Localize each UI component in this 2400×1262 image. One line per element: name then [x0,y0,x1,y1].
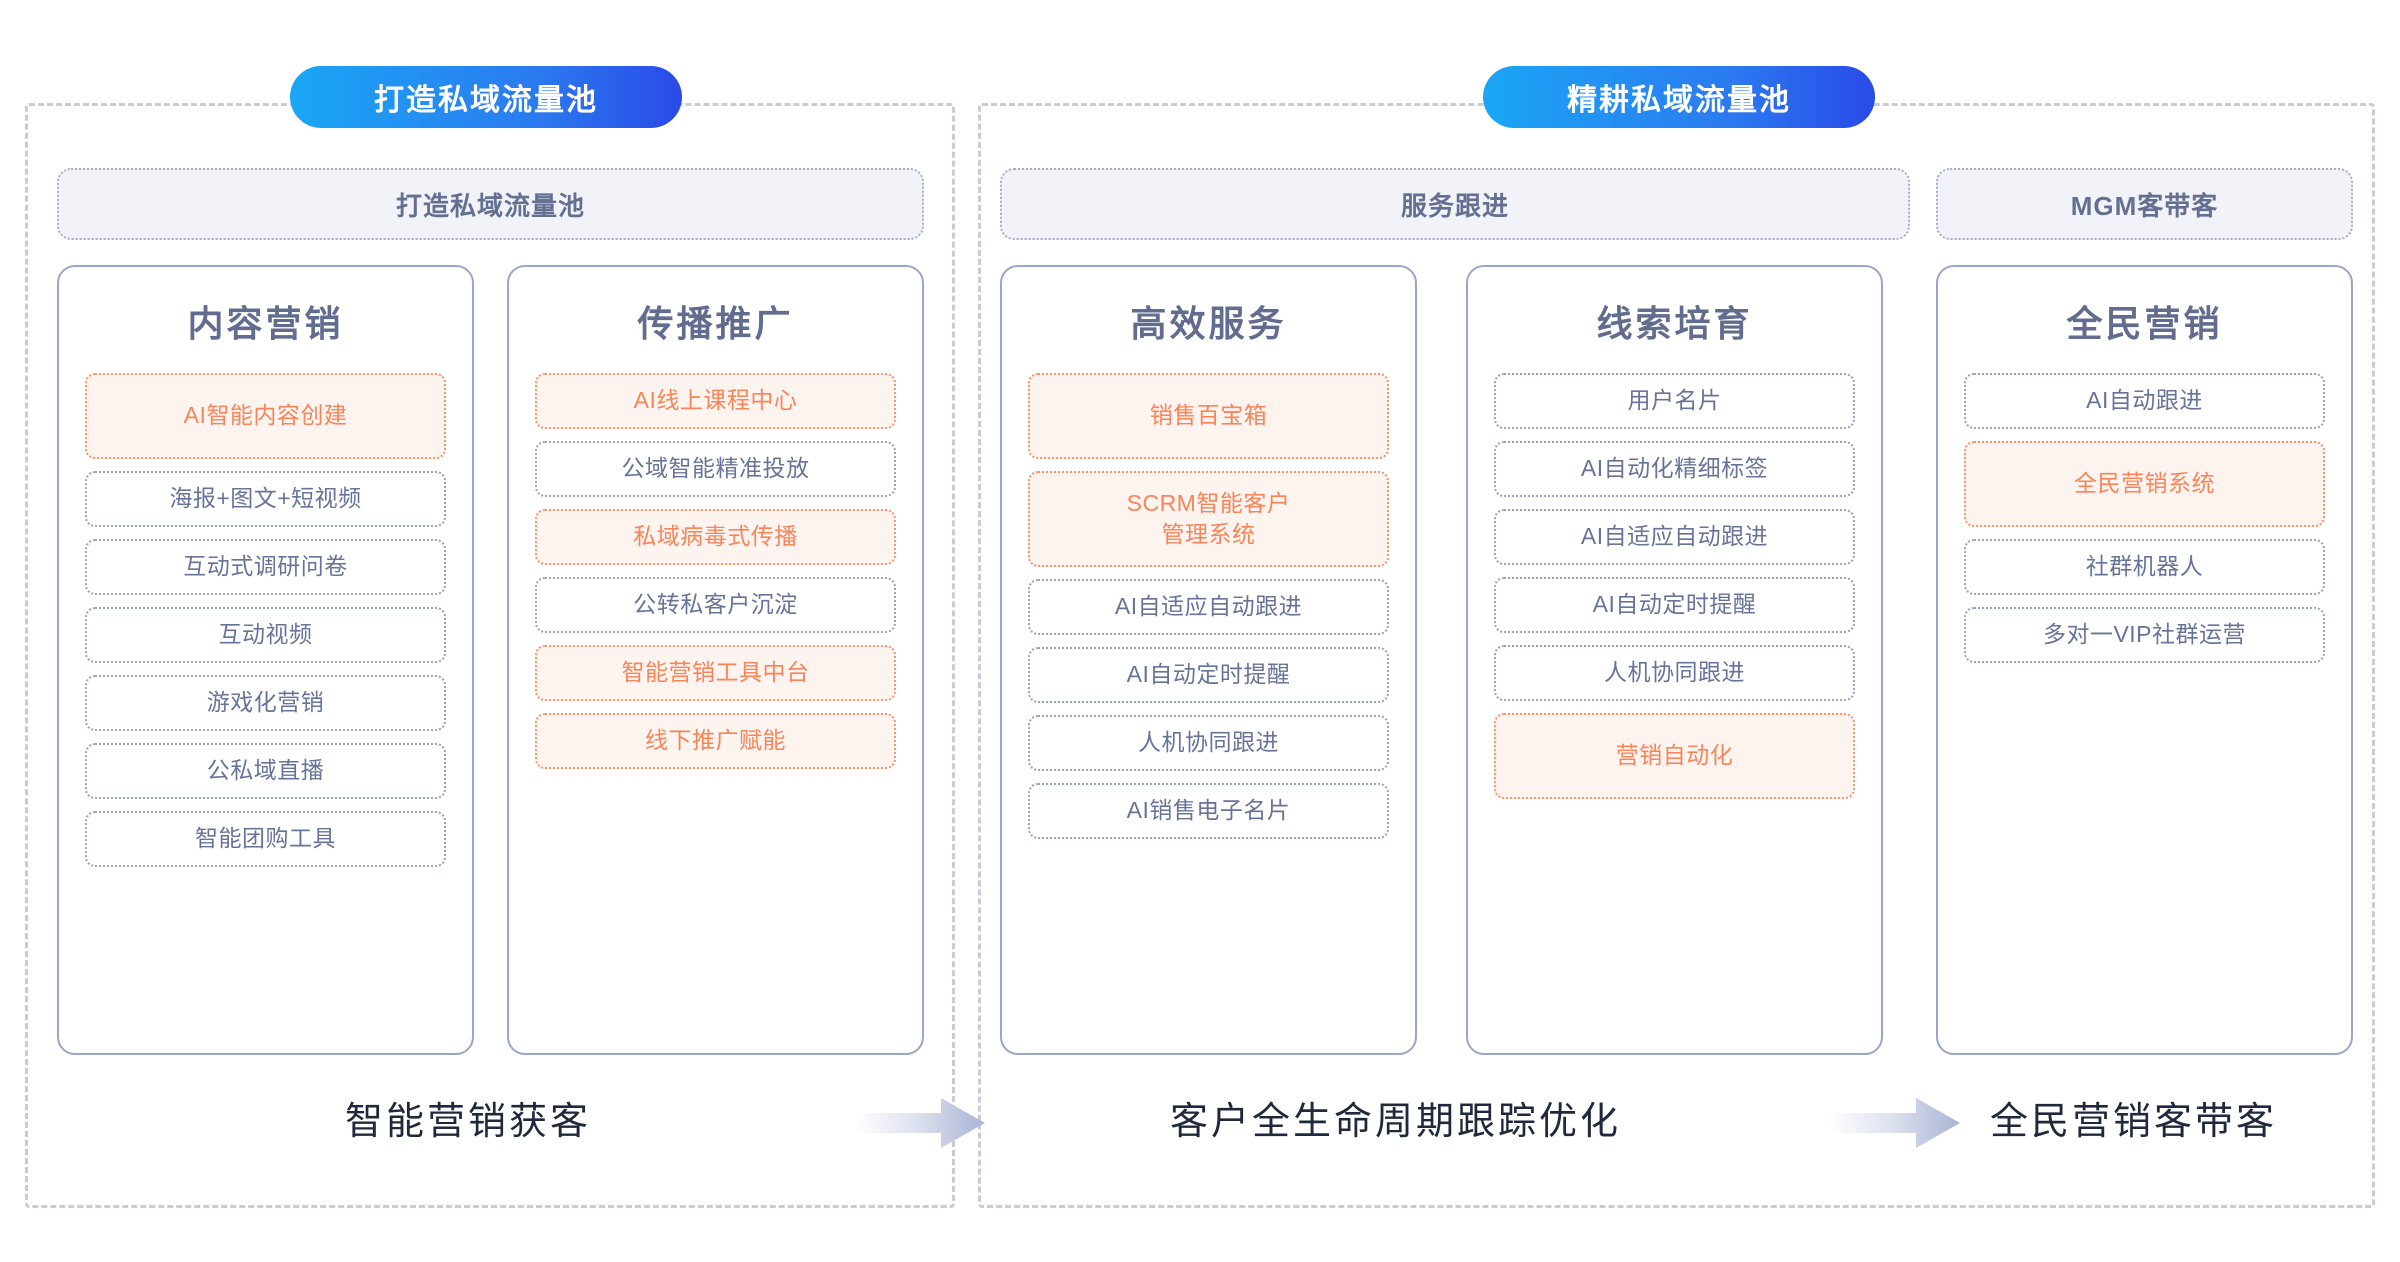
feature-item[interactable]: 海报+图文+短视频 [85,471,446,527]
feature-item[interactable]: AI销售电子名片 [1028,783,1389,839]
feature-item[interactable]: AI自适应自动跟进 [1028,579,1389,635]
feature-item[interactable]: 智能团购工具 [85,811,446,867]
column-card-lead-nurturing: 线索培育 用户名片 AI自动化精细标签 AI自适应自动跟进 AI自动定时提醒人机协同跟… [1466,265,1883,1055]
feature-item[interactable]: AI自适应自动跟进 [1494,509,1855,565]
column-item-list: AI自动跟进全民营销系统社群机器人多对一VIP社群运营 [1964,373,2325,663]
feature-item[interactable]: 线下推广赋能 [535,713,896,769]
feature-item[interactable]: 私域病毒式传播 [535,509,896,565]
feature-item[interactable]: 多对一VIP社群运营 [1964,607,2325,663]
feature-item[interactable]: AI自动定时提醒 [1028,647,1389,703]
feature-item[interactable]: 人机协同跟进 [1028,715,1389,771]
group-header-service-followup: 服务跟进 [1000,168,1910,240]
feature-item[interactable]: AI智能内容创建 [85,373,446,459]
badge-cultivate-private-traffic-pool[interactable]: 精耕私域流量池 [1483,66,1875,128]
feature-item[interactable]: AI自动跟进 [1964,373,2325,429]
column-item-list: AI智能内容创建海报+图文+短视频互动式调研问卷互动视频游戏化营销公私域直播智能… [85,373,446,867]
feature-item[interactable]: 公域智能精准投放 [535,441,896,497]
arrow-right-icon [1830,1098,1960,1148]
feature-item[interactable]: 智能营销工具中台 [535,645,896,701]
feature-item[interactable]: 销售百宝箱 [1028,373,1389,459]
feature-item[interactable]: 营销自动化 [1494,713,1855,799]
caption-smart-marketing-acquisition: 智能营销获客 [345,1101,592,1143]
feature-item[interactable]: 互动视频 [85,607,446,663]
feature-item[interactable]: 全民营销系统 [1964,441,2325,527]
arrow-right-icon [855,1098,985,1148]
column-card-all-staff-marketing: 全民营销 AI自动跟进全民营销系统社群机器人多对一VIP社群运营 [1936,265,2353,1055]
column-card-communication-promotion: 传播推广 AI线上课程中心公域智能精准投放私域病毒式传播公转私客户沉淀智能营销工… [507,265,924,1055]
column-item-list: 销售百宝箱 SCRM智能客户管理系统 AI自适应自动跟进 AI自动定时提醒人机协同跟进… [1028,373,1389,839]
column-title: 传播推广 [637,303,794,344]
caption-all-staff-referral: 全民营销客带客 [1990,1101,2278,1143]
feature-item[interactable]: 游戏化营销 [85,675,446,731]
column-title: 内容营销 [187,303,344,344]
feature-item[interactable]: AI自动定时提醒 [1494,577,1855,633]
column-item-list: AI线上课程中心公域智能精准投放私域病毒式传播公转私客户沉淀智能营销工具中台线下… [535,373,896,769]
column-title: 高效服务 [1130,303,1287,344]
badge-build-private-traffic-pool[interactable]: 打造私域流量池 [290,66,682,128]
feature-item[interactable]: 互动式调研问卷 [85,539,446,595]
feature-item[interactable]: 社群机器人 [1964,539,2325,595]
column-item-list: 用户名片 AI自动化精细标签 AI自适应自动跟进 AI自动定时提醒人机协同跟进营销自动… [1494,373,1855,799]
column-card-efficient-service: 高效服务 销售百宝箱 SCRM智能客户管理系统 AI自适应自动跟进 AI自动定时提醒人… [1000,265,1417,1055]
feature-item[interactable]: 用户名片 [1494,373,1855,429]
feature-item[interactable]: AI线上课程中心 [535,373,896,429]
caption-customer-lifecycle-tracking: 客户全生命周期跟踪优化 [1170,1101,1622,1143]
feature-item[interactable]: SCRM智能客户管理系统 [1028,471,1389,567]
group-header-build-pool: 打造私域流量池 [57,168,924,240]
feature-item[interactable]: 人机协同跟进 [1494,645,1855,701]
feature-item[interactable]: 公私域直播 [85,743,446,799]
group-header-mgm-referral: MGM客带客 [1936,168,2353,240]
column-card-content-marketing: 内容营销 AI智能内容创建海报+图文+短视频互动式调研问卷互动视频游戏化营销公私… [57,265,474,1055]
column-title: 线索培育 [1596,303,1753,344]
feature-item[interactable]: 公转私客户沉淀 [535,577,896,633]
feature-item[interactable]: AI自动化精细标签 [1494,441,1855,497]
column-title: 全民营销 [2066,303,2223,344]
